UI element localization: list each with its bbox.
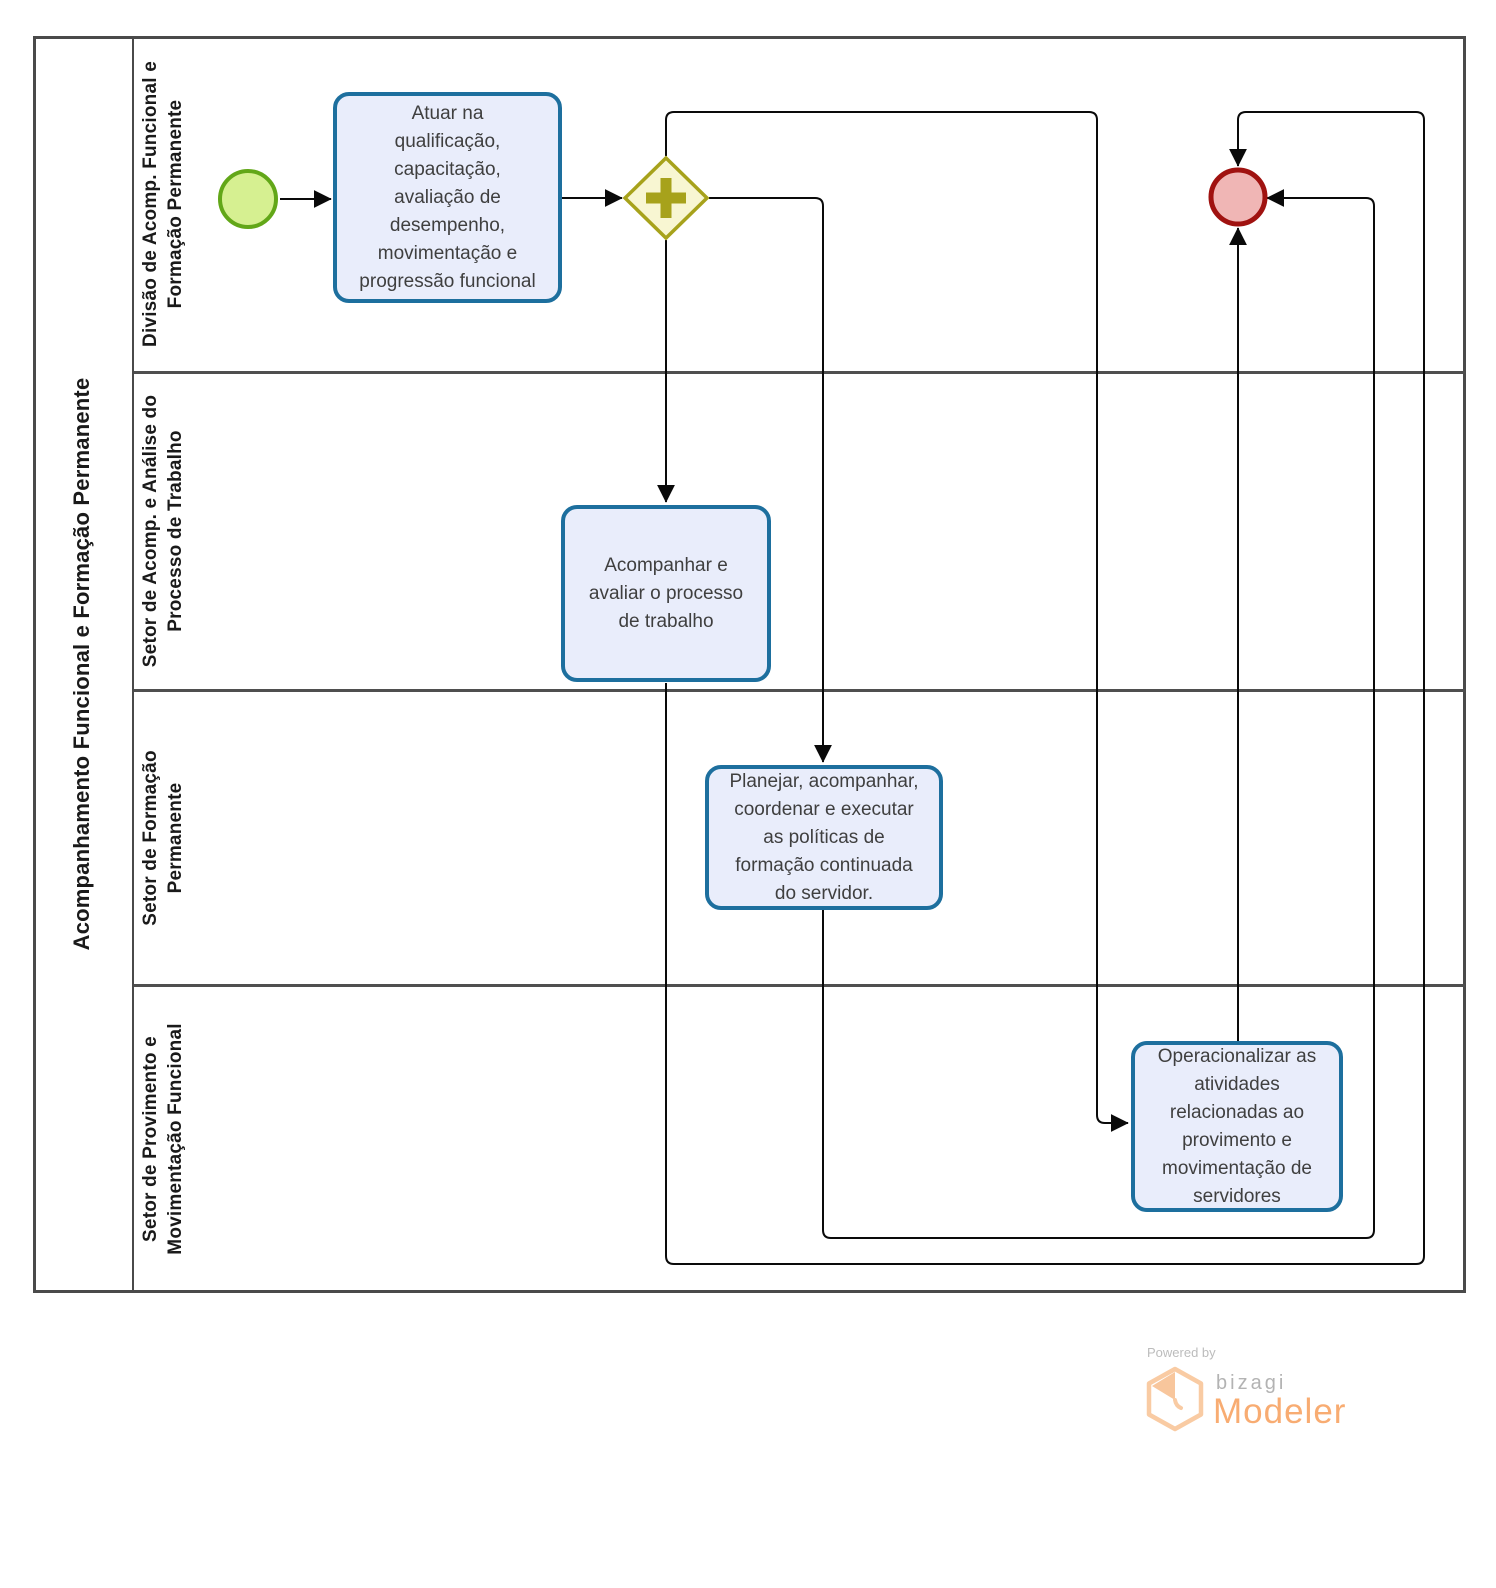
task-planejar-politicas-formacao[interactable]: Planejar, acompanhar, coordenar e execut… (705, 765, 943, 910)
pool-title: Acompanhamento Funcional e Formação Perm… (69, 377, 94, 951)
lane-label-divisao-acomp-funcional: Divisão de Acomp. Funcional e Formação P… (140, 61, 186, 347)
bizagi-logo-icon (1146, 1366, 1204, 1432)
bizagi-brand-label: bizagi (1216, 1372, 1287, 1394)
lane-separator-3 (134, 984, 1465, 987)
lane-label-setor-provimento-movimentacao: Setor de Provimento e Movimentação Funci… (140, 1023, 186, 1255)
lane-label-setor-formacao-permanente: Setor de Formação Permanente (140, 750, 186, 926)
pool-title-divider (132, 36, 134, 1293)
powered-by-label: Powered by (1147, 1345, 1216, 1360)
task-operacionalizar-provimento[interactable]: Operacionalizar as atividades relacionad… (1131, 1041, 1343, 1212)
lane-separator-1 (134, 371, 1465, 374)
lane-label-setor-acomp-analise: Setor de Acomp. e Análise do Processo de… (140, 394, 186, 668)
lane-separator-2 (134, 689, 1465, 692)
pool (33, 36, 1466, 1293)
modeler-product-label: Modeler (1213, 1392, 1347, 1431)
task-acompanhar-avaliar-processo[interactable]: Acompanhar e avaliar o processo de traba… (561, 505, 771, 682)
task-atuar-na-qualificacao[interactable]: Atuar na qualificação, capacitação, aval… (333, 92, 562, 303)
